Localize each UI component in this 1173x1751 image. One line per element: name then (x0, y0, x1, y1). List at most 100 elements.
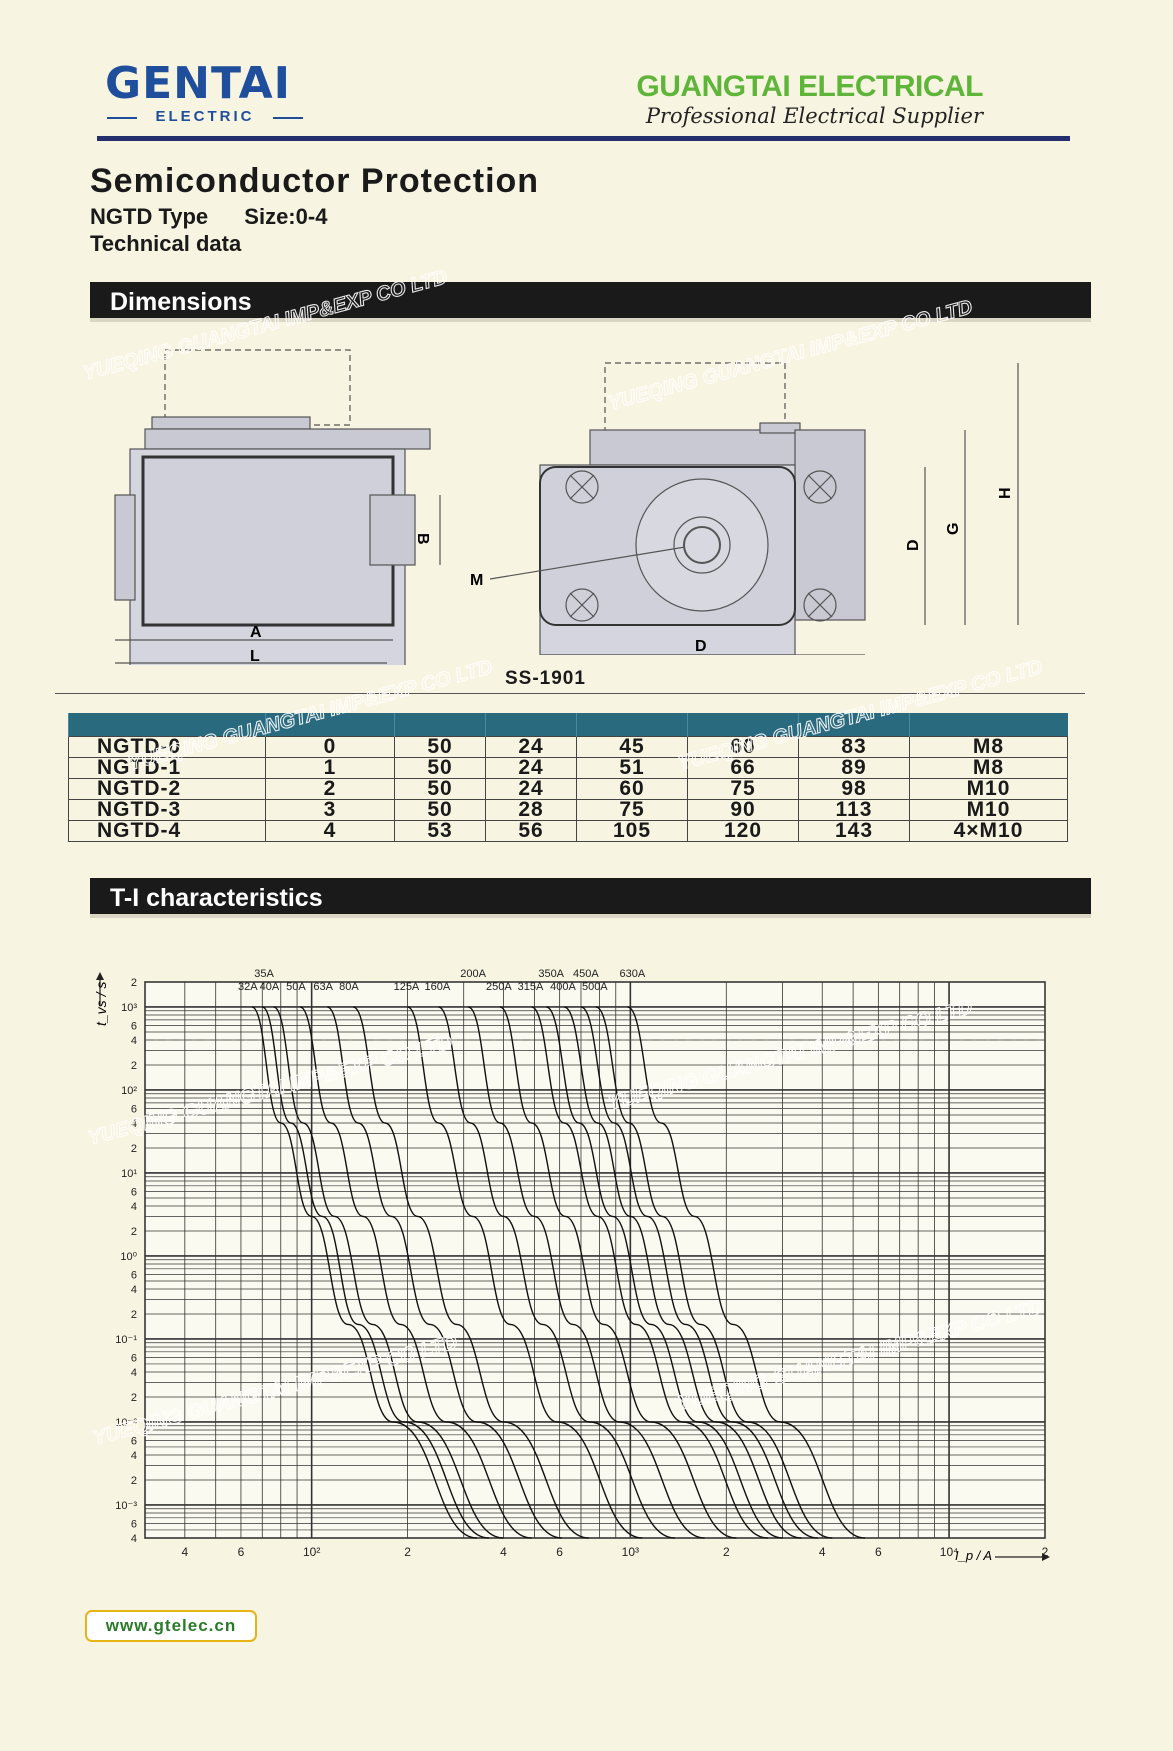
x-axis-arrow-head (1042, 1553, 1050, 1561)
y-tick-label: 2 (131, 1226, 137, 1238)
y-tick-label: 10³ (121, 1002, 137, 1014)
cell-h: 89 (798, 757, 910, 779)
col-header-m: M (909, 713, 1068, 737)
y-tick-label: 2 (131, 1392, 137, 1404)
curve-label: 125A (394, 981, 420, 993)
caption-divider (55, 693, 1085, 694)
cell-g: 90 (687, 799, 799, 821)
cell-m: M10 (909, 778, 1068, 800)
ti-characteristics-section-header: T-I characteristics (90, 878, 1091, 918)
y-tick-label: 10² (121, 1085, 137, 1097)
page-title: Semiconductor Protection (90, 162, 540, 200)
cell-m: 4×M10 (909, 820, 1068, 842)
cell-item: NGTD-1 (68, 757, 266, 779)
curve-label: 450A (573, 968, 599, 980)
cell-b: 56 (485, 820, 577, 842)
cell-h: 83 (798, 736, 910, 758)
curve-label: 315A (518, 981, 544, 993)
cell-a: 50 (394, 799, 486, 821)
cell-m: M8 (909, 757, 1068, 779)
x-tick-label: 6 (238, 1545, 245, 1559)
curve-label: 400A (550, 981, 576, 993)
curve-50A (299, 1006, 532, 1539)
x-tick-label: 2 (723, 1545, 730, 1559)
brand-tagline: Professional Electrical Supplier (645, 104, 983, 128)
cell-a: 50 (394, 736, 486, 758)
y-axis-arrow-head (96, 972, 104, 980)
fuse-body (141, 455, 395, 627)
col-header-a: A (394, 713, 486, 737)
curve-315A (531, 1006, 768, 1539)
type-label: NGTD Type (90, 204, 209, 229)
y-tick-label: 2 (131, 977, 137, 989)
y-tick-label: 10⁻³ (115, 1500, 137, 1512)
dim-label-A: A (250, 624, 262, 641)
cell-m: M8 (909, 736, 1068, 758)
y-tick-label: 4 (131, 1035, 137, 1047)
terminal-outline-dashed (604, 362, 786, 434)
y-tick-label: 2 (131, 1143, 137, 1155)
curve-80A (352, 1006, 589, 1539)
y-tick-label: 4 (131, 1450, 137, 1462)
curve-35A (261, 1006, 489, 1539)
dim-label-D-side: D (905, 539, 922, 551)
col-header-d: D (576, 713, 688, 737)
cell-b: 28 (485, 799, 577, 821)
cell-item: NGTD-2 (68, 778, 266, 800)
cell-h: 143 (798, 820, 910, 842)
cell-a: 53 (394, 820, 486, 842)
curve-500A (595, 1006, 833, 1539)
company-logo: GENTAI ELECTRIC (105, 60, 305, 130)
x-tick-label: 6 (556, 1545, 563, 1559)
curve-630A (627, 1006, 866, 1539)
brand-name: GUANGTAI ELECTRICAL (636, 70, 983, 103)
chart-x-axis-label: I_p / A (955, 1548, 992, 1563)
y-tick-label: 4 (131, 1533, 137, 1545)
curve-label: 63A (313, 981, 333, 993)
y-tick-label: 6 (131, 1020, 137, 1032)
cell-item: NGTD-3 (68, 799, 266, 821)
dim-label-G: G (945, 523, 962, 535)
website-link[interactable]: www.gtelec.cn (85, 1610, 257, 1642)
cell-b: 24 (485, 736, 577, 758)
curve-label: 40A (260, 981, 280, 993)
cell-d: 75 (576, 799, 688, 821)
x-tick-label: 6 (875, 1545, 882, 1559)
curve-label: 630A (620, 968, 646, 980)
cell-g: 120 (687, 820, 799, 842)
cell-h: 113 (798, 799, 910, 821)
terminal-outline-dashed (164, 349, 351, 426)
cell-size: 1 (265, 757, 395, 779)
cell-size: 0 (265, 736, 395, 758)
curve-350A (546, 1006, 783, 1539)
y-tick-label: 10⁻¹ (115, 1334, 137, 1346)
x-tick-label: 4 (181, 1545, 188, 1559)
curve-250A (499, 1006, 737, 1539)
cell-g: 60 (687, 736, 799, 758)
x-tick-label: 10² (303, 1545, 320, 1559)
size-label: Size:0-4 (244, 204, 328, 229)
curve-label: 500A (582, 981, 608, 993)
cap-top (151, 416, 311, 430)
dim-label-B: B (414, 533, 431, 545)
y-tick-label: 2 (131, 1475, 137, 1487)
table-header-row: Item SIZE A B D G H M (68, 713, 1068, 737)
chart-curves (251, 1006, 866, 1539)
header-divider (97, 136, 1070, 141)
x-tick-label: 4 (500, 1545, 507, 1559)
x-tick-label: 10³ (622, 1545, 639, 1559)
cell-item: NGTD-4 (68, 820, 266, 842)
curve-40A (273, 1006, 504, 1539)
y-tick-label: 6 (131, 1103, 137, 1115)
curve-label: 350A (538, 968, 564, 980)
cell-size: 3 (265, 799, 395, 821)
cell-g: 66 (687, 757, 799, 779)
drawing-caption: SS-1901 (505, 668, 586, 689)
dim-label-D-bottom: D (695, 638, 707, 655)
